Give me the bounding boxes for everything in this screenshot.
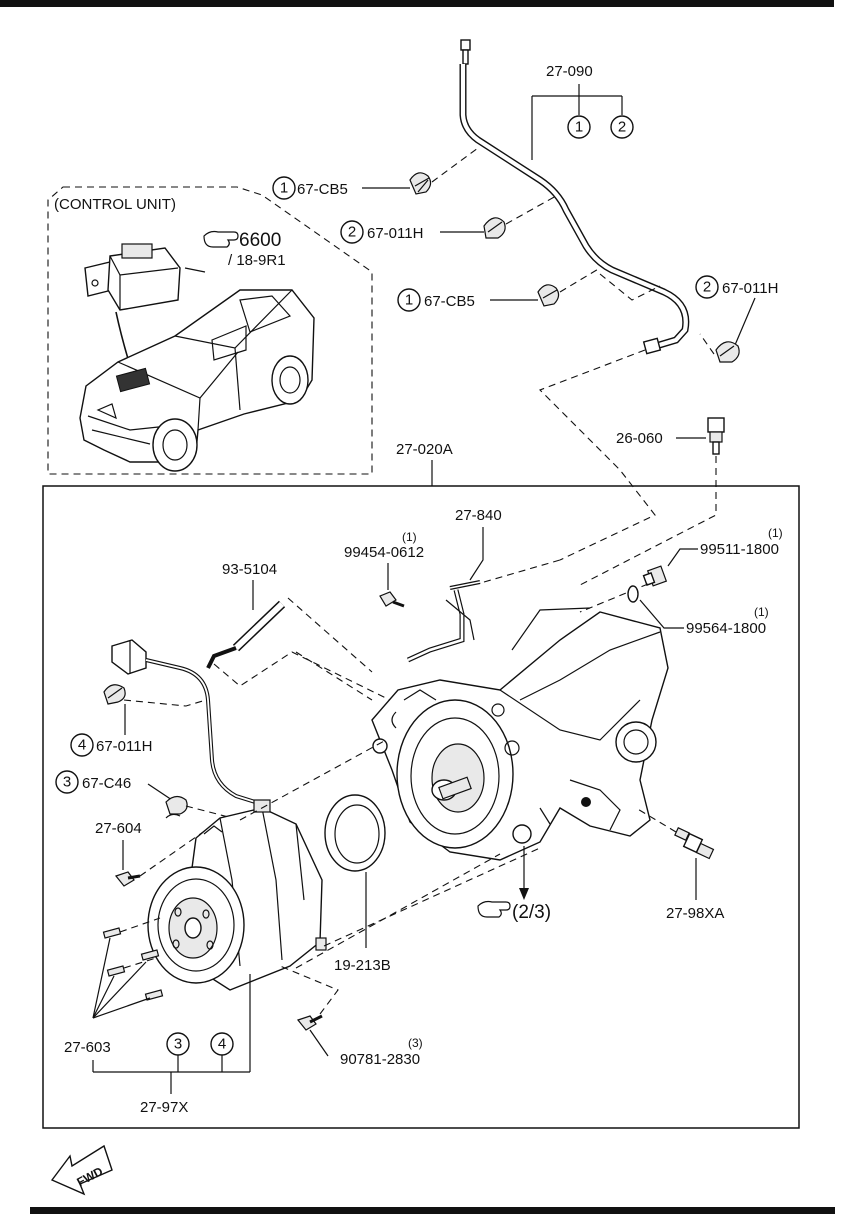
clip-icon bbox=[715, 341, 740, 363]
clip-icon bbox=[483, 217, 506, 239]
label-99511-1800: 99511-1800 bbox=[700, 541, 779, 558]
control-unit-inset-border bbox=[47, 186, 373, 475]
label-99564-1800: 99564-1800 bbox=[686, 620, 766, 637]
label-27-840: 27-840 bbox=[455, 507, 502, 524]
transfer-case-housing bbox=[371, 607, 669, 861]
label-67-011h-lower: 67-011H bbox=[96, 738, 152, 755]
circle-mark-2 bbox=[695, 275, 719, 299]
svg-text:2: 2 bbox=[703, 279, 711, 296]
forward-arrow-icon: FWD bbox=[50, 1144, 113, 1196]
circle-mark-2 bbox=[610, 115, 634, 139]
label-99564-1800-qty: (1) bbox=[754, 605, 769, 619]
assembly-frame bbox=[42, 485, 800, 1129]
circle-mark-1 bbox=[272, 176, 296, 200]
circle-mark-2 bbox=[340, 220, 364, 244]
label-26-060: 26-060 bbox=[616, 430, 663, 447]
svg-text:3: 3 bbox=[174, 1036, 182, 1053]
clip-icon bbox=[103, 684, 126, 705]
drain-plug-icon bbox=[642, 565, 668, 587]
gasket-icon bbox=[627, 585, 639, 603]
clip-icon bbox=[409, 172, 432, 195]
svg-text:1: 1 bbox=[405, 292, 413, 309]
circle-mark-3 bbox=[55, 770, 79, 794]
sensor-27-98xa bbox=[674, 827, 715, 860]
svg-text:2: 2 bbox=[348, 224, 356, 241]
reference-hand-icon bbox=[203, 230, 239, 248]
coupling-27-97x bbox=[147, 799, 327, 991]
svg-text:3: 3 bbox=[63, 774, 71, 791]
bolt-icon bbox=[296, 1014, 323, 1031]
label-67-011h-a: 67-011H bbox=[367, 225, 423, 242]
label-27-97x: 27-97X bbox=[140, 1099, 188, 1116]
label-27-604: 27-604 bbox=[95, 820, 142, 837]
reference-hand-icon bbox=[477, 900, 511, 918]
svg-text:1: 1 bbox=[575, 119, 583, 136]
label-90781-2830: 90781-2830 bbox=[340, 1051, 420, 1068]
clip-icon bbox=[165, 795, 188, 819]
seal-19-213b bbox=[324, 794, 386, 872]
svg-text:4: 4 bbox=[78, 737, 86, 754]
vent-pipe-27-840 bbox=[406, 580, 481, 663]
svg-text:4: 4 bbox=[218, 1036, 226, 1053]
inset-ref-number: 6600 bbox=[239, 230, 281, 251]
vehicle-icon bbox=[79, 289, 315, 472]
inset-ref-page: / 18-9R1 bbox=[228, 252, 286, 269]
footer-bar bbox=[30, 1207, 835, 1214]
label-99511-1800-qty: (1) bbox=[768, 526, 783, 540]
label-67-cb5-mid: 67-CB5 bbox=[424, 293, 475, 310]
svg-text:1: 1 bbox=[280, 180, 288, 197]
sensor-harness bbox=[111, 639, 269, 808]
sensor-icon bbox=[707, 417, 725, 455]
breather-pipe-27-090 bbox=[459, 39, 690, 355]
bolt-icon bbox=[114, 871, 141, 887]
circle-mark-4 bbox=[70, 733, 94, 757]
clip-icon bbox=[537, 284, 560, 307]
label-27-020a: 27-020A bbox=[396, 441, 453, 458]
label-67-cb5-top: 67-CB5 bbox=[297, 181, 348, 198]
label-67-011h-right: 67-011H bbox=[722, 280, 778, 297]
inset-title: (CONTROL UNIT) bbox=[54, 196, 176, 213]
label-67-c46: 67-C46 bbox=[82, 775, 131, 792]
label-ref-2-3: (2/3) bbox=[512, 902, 551, 923]
stud-bolt-icons bbox=[102, 927, 164, 1001]
label-27-603: 27-603 bbox=[64, 1039, 111, 1056]
label-93-5104: 93-5104 bbox=[222, 561, 277, 578]
circle-mark-1 bbox=[567, 115, 591, 139]
hose-93-5104 bbox=[206, 600, 286, 669]
label-99454-0612-qty: (1) bbox=[402, 530, 417, 544]
label-90781-2830-qty: (3) bbox=[408, 1036, 423, 1050]
header-bar bbox=[0, 0, 834, 7]
bolt-icon bbox=[379, 591, 405, 608]
svg-text:2: 2 bbox=[618, 119, 626, 136]
label-99454-0612: 99454-0612 bbox=[344, 544, 424, 561]
label-27-98xa: 27-98XA bbox=[666, 905, 724, 922]
circle-mark-1 bbox=[397, 288, 421, 312]
label-27-090: 27-090 bbox=[546, 63, 593, 80]
label-19-213b: 19-213B bbox=[334, 957, 391, 974]
